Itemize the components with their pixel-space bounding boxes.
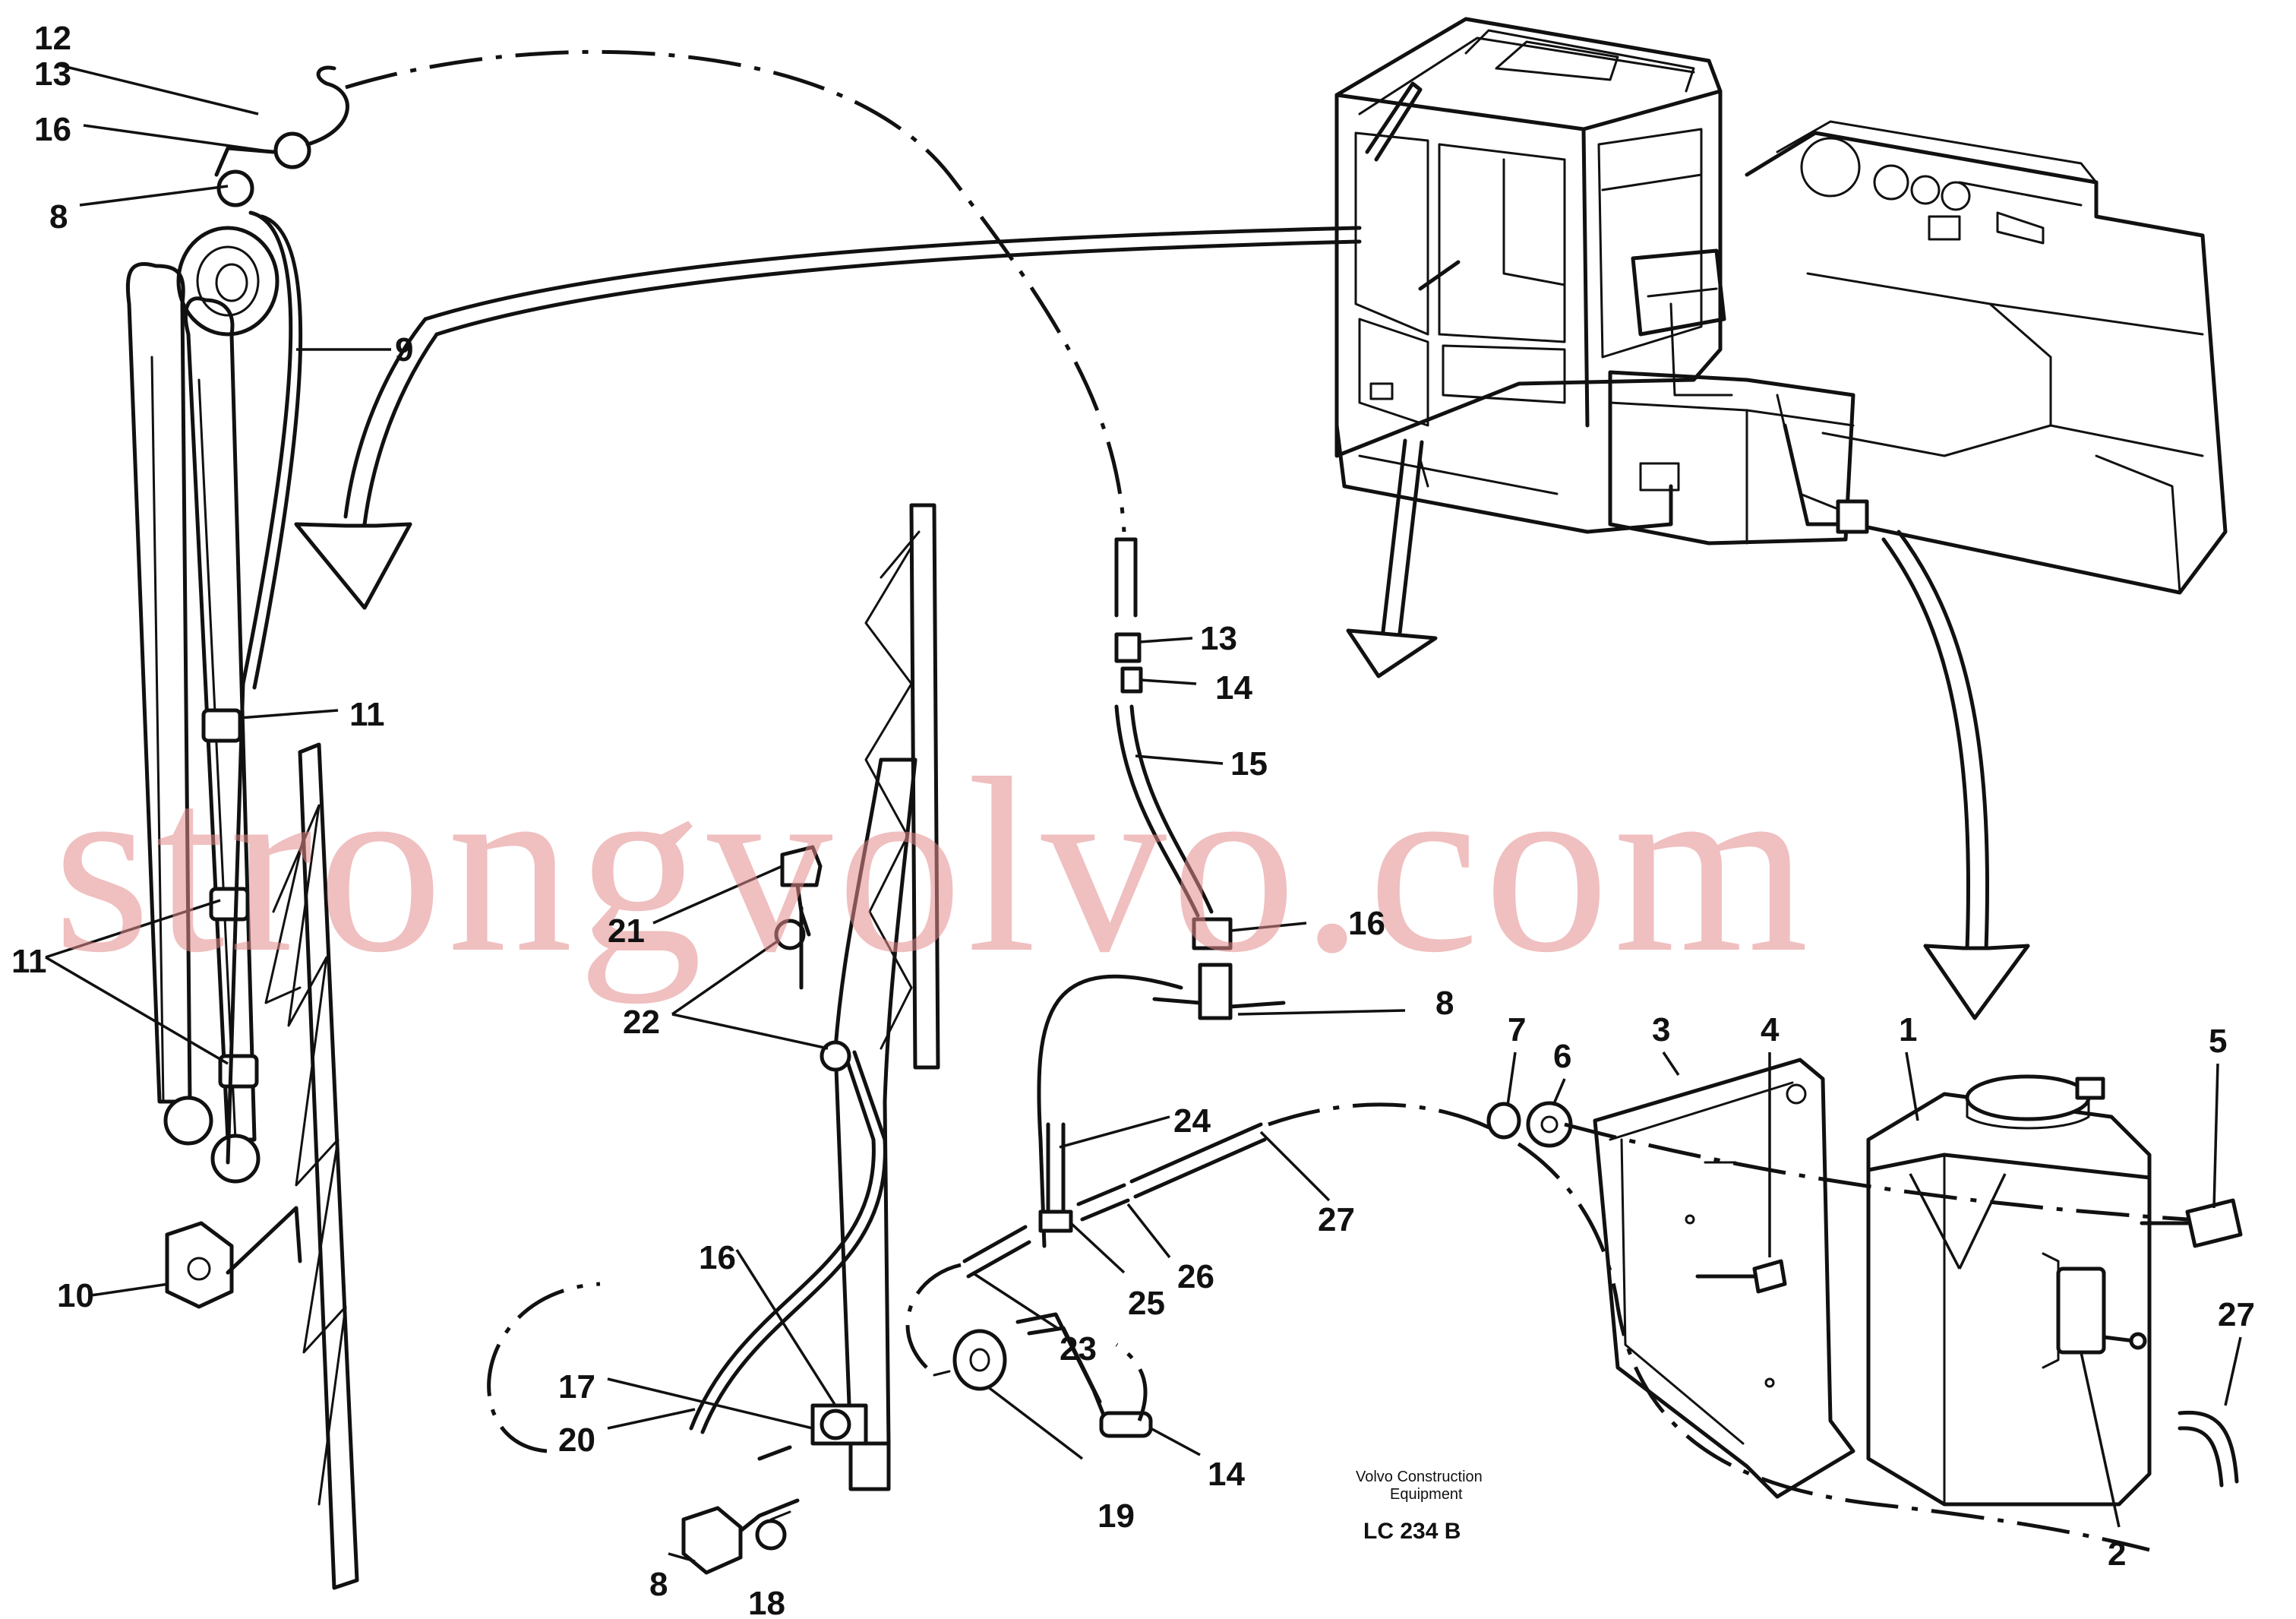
callout-labels: 12 13 16 8 9 11 11 10 13 14 15 16 8 21 2… bbox=[11, 20, 2255, 1619]
callout-14: 14 bbox=[1215, 669, 1252, 707]
callout-13: 13 bbox=[1200, 620, 1237, 657]
arrow-head-right-icon bbox=[1923, 944, 2030, 1020]
callout-20: 20 bbox=[558, 1421, 595, 1459]
callout-18: 18 bbox=[748, 1585, 785, 1619]
arrow-head-left-icon bbox=[294, 522, 412, 610]
callout-19: 19 bbox=[1097, 1497, 1135, 1535]
callout-16: 16 bbox=[34, 111, 71, 148]
callout-23: 23 bbox=[1060, 1330, 1097, 1368]
callout-8: 8 bbox=[49, 198, 68, 236]
callout-21: 21 bbox=[608, 912, 645, 950]
callout-14: 14 bbox=[1208, 1456, 1245, 1493]
callout-13: 13 bbox=[34, 55, 71, 93]
callout-1: 1 bbox=[1899, 1011, 1917, 1048]
callout-12: 12 bbox=[34, 20, 71, 57]
callout-5: 5 bbox=[2209, 1023, 2227, 1060]
watermark-text: strongvolvo.com bbox=[53, 727, 1813, 1004]
callout-11: 11 bbox=[349, 696, 385, 733]
callout-9: 9 bbox=[395, 331, 413, 368]
center-wiper-assembly bbox=[681, 503, 1153, 1575]
callout-8: 8 bbox=[1435, 985, 1454, 1022]
callout-17: 17 bbox=[558, 1368, 595, 1406]
callout-27: 27 bbox=[2218, 1296, 2255, 1333]
callout-16: 16 bbox=[699, 1239, 736, 1276]
pointer-arrows bbox=[294, 317, 2030, 1020]
hose-routing bbox=[345, 49, 2150, 1552]
callout-7: 7 bbox=[1508, 1011, 1526, 1048]
callout-2: 2 bbox=[2108, 1535, 2126, 1573]
callout-26: 26 bbox=[1177, 1258, 1214, 1295]
left-wiper-assembly bbox=[125, 65, 359, 1590]
callout-4: 4 bbox=[1761, 1011, 1780, 1048]
figure-credit: Volvo Construction Equipment LC 234 B bbox=[1356, 1469, 1483, 1544]
callout-3: 3 bbox=[1652, 1011, 1670, 1048]
callout-27: 27 bbox=[1318, 1201, 1355, 1238]
arrow-head-down-icon bbox=[1346, 628, 1438, 678]
credit-line-1: Volvo Construction bbox=[1356, 1469, 1483, 1485]
callout-25: 25 bbox=[1128, 1285, 1165, 1322]
nut-16-icon bbox=[273, 131, 311, 169]
callout-10: 10 bbox=[57, 1277, 94, 1314]
callout-6: 6 bbox=[1553, 1038, 1571, 1075]
figure-code: LC 234 B bbox=[1363, 1519, 1461, 1544]
callout-16: 16 bbox=[1348, 905, 1385, 942]
washer-tank-assembly bbox=[1486, 1058, 2243, 1507]
fitting-8-icon bbox=[216, 169, 254, 207]
machine-cab-illustration bbox=[423, 17, 2228, 595]
callout-11: 11 bbox=[11, 943, 47, 980]
leader-lines bbox=[45, 63, 2242, 1563]
callout-22: 22 bbox=[623, 1004, 660, 1041]
callout-24: 24 bbox=[1173, 1102, 1211, 1140]
callout-15: 15 bbox=[1230, 745, 1268, 783]
callout-8: 8 bbox=[649, 1566, 668, 1603]
credit-line-2: Equipment bbox=[1390, 1486, 1463, 1503]
